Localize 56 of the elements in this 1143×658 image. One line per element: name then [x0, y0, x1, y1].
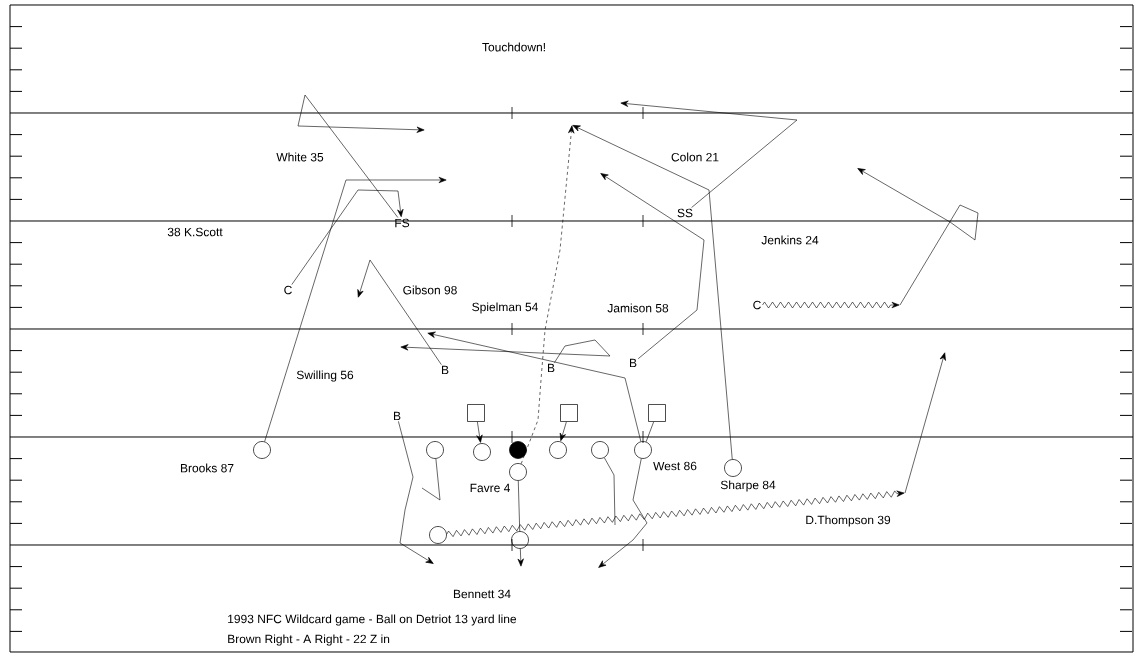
- player-square: [648, 404, 666, 422]
- route-arrow: [264, 176, 447, 442]
- player-circle: [634, 441, 652, 459]
- player-label: 38 K.Scott: [167, 227, 223, 237]
- end-zone-text: Touchdown!: [482, 42, 545, 52]
- caption-text: Brown Right - A Right - 22 Z in: [228, 634, 390, 646]
- route-arrow: [398, 421, 434, 564]
- player-label: White 35: [276, 152, 324, 162]
- route-arrow: [427, 331, 642, 442]
- ball-dot: [509, 441, 527, 459]
- player-square: [467, 404, 485, 422]
- caption-text: 1993 NFC Wildcard game - Ball on Detriot 13 yard line: [228, 614, 517, 626]
- position-letter: C: [284, 285, 292, 295]
- route-arrow: [600, 173, 705, 359]
- player-label: Brooks 87: [181, 463, 234, 473]
- position-letter: B: [394, 411, 401, 421]
- route-arrow: [598, 458, 648, 568]
- player-label: Favre 4: [470, 483, 510, 493]
- route-arrow: [400, 339, 611, 363]
- player-label: Jenkins 24: [761, 235, 819, 245]
- player-circle: [473, 443, 491, 461]
- player-circle: [253, 441, 271, 459]
- route-arrow: [517, 548, 524, 567]
- player-circle: [509, 463, 527, 481]
- route-arrow: [762, 301, 900, 309]
- player-circle: [429, 526, 447, 544]
- player-label: Jamison 58: [607, 303, 669, 313]
- player-label: Swilling 56: [296, 370, 354, 382]
- position-letter: B: [442, 365, 449, 375]
- position-letter: SS: [677, 208, 693, 218]
- position-letter: B: [630, 358, 637, 368]
- player-label: D.Thompson 39: [806, 515, 891, 527]
- player-label: Gibson 98: [403, 285, 457, 295]
- route-arrow: [297, 94, 425, 218]
- player-label: Sharpe 84: [720, 480, 776, 492]
- route-arrow: [572, 125, 733, 460]
- route-arrow: [476, 421, 483, 443]
- route-arrow: [520, 125, 575, 465]
- player-label: Colon 21: [671, 152, 719, 162]
- route-arrow: [291, 189, 404, 285]
- player-label: West 86: [653, 461, 697, 471]
- route-arrow: [559, 421, 567, 442]
- position-letter: FS: [395, 218, 410, 228]
- route-arrow: [357, 259, 442, 365]
- position-letter: B: [548, 363, 555, 373]
- player-square: [560, 404, 578, 422]
- position-letter: C: [753, 300, 761, 310]
- player-circle: [511, 531, 529, 549]
- player-circle: [426, 441, 444, 459]
- player-label: Bennett 34: [453, 589, 511, 599]
- player-label: Spielman 54: [472, 302, 538, 314]
- player-circle: [591, 441, 609, 459]
- player-circle: [549, 441, 567, 459]
- route-arrow: [620, 100, 798, 208]
- player-circle: [724, 459, 742, 477]
- route-arrow: [446, 490, 905, 537]
